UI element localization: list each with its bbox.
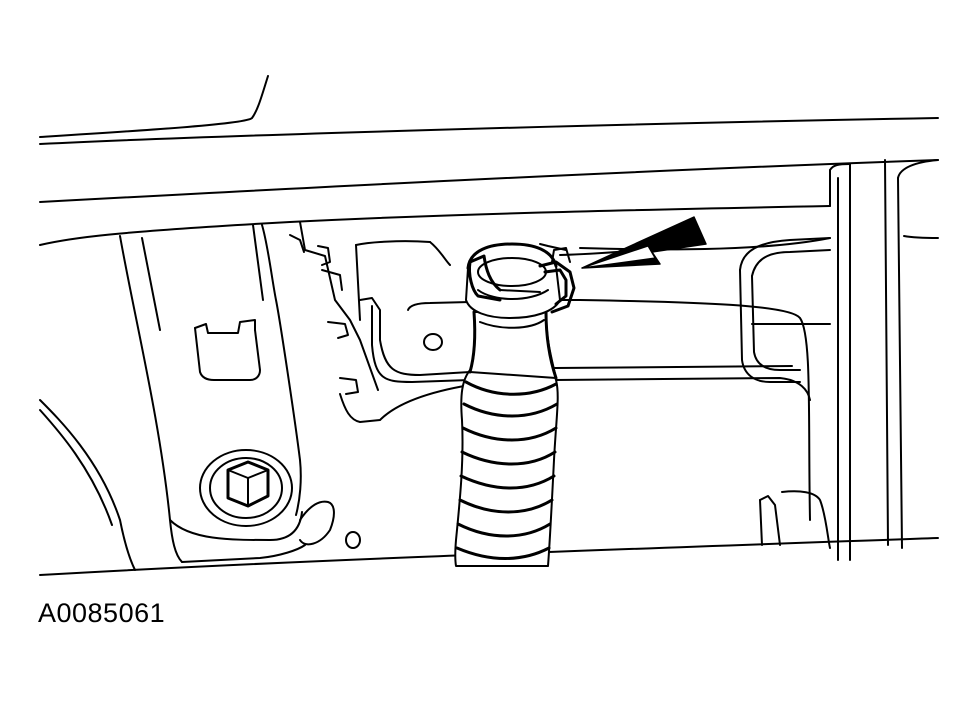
figure-id-label: A0085061 xyxy=(38,598,166,628)
right-frame xyxy=(739,237,831,549)
hose-assembly xyxy=(454,242,576,567)
arrow-pointer-icon xyxy=(581,216,707,269)
hex-bolt-icon xyxy=(199,449,293,527)
left-bracket xyxy=(39,224,306,571)
upper-panel xyxy=(39,75,939,203)
housing-outline xyxy=(39,159,939,561)
